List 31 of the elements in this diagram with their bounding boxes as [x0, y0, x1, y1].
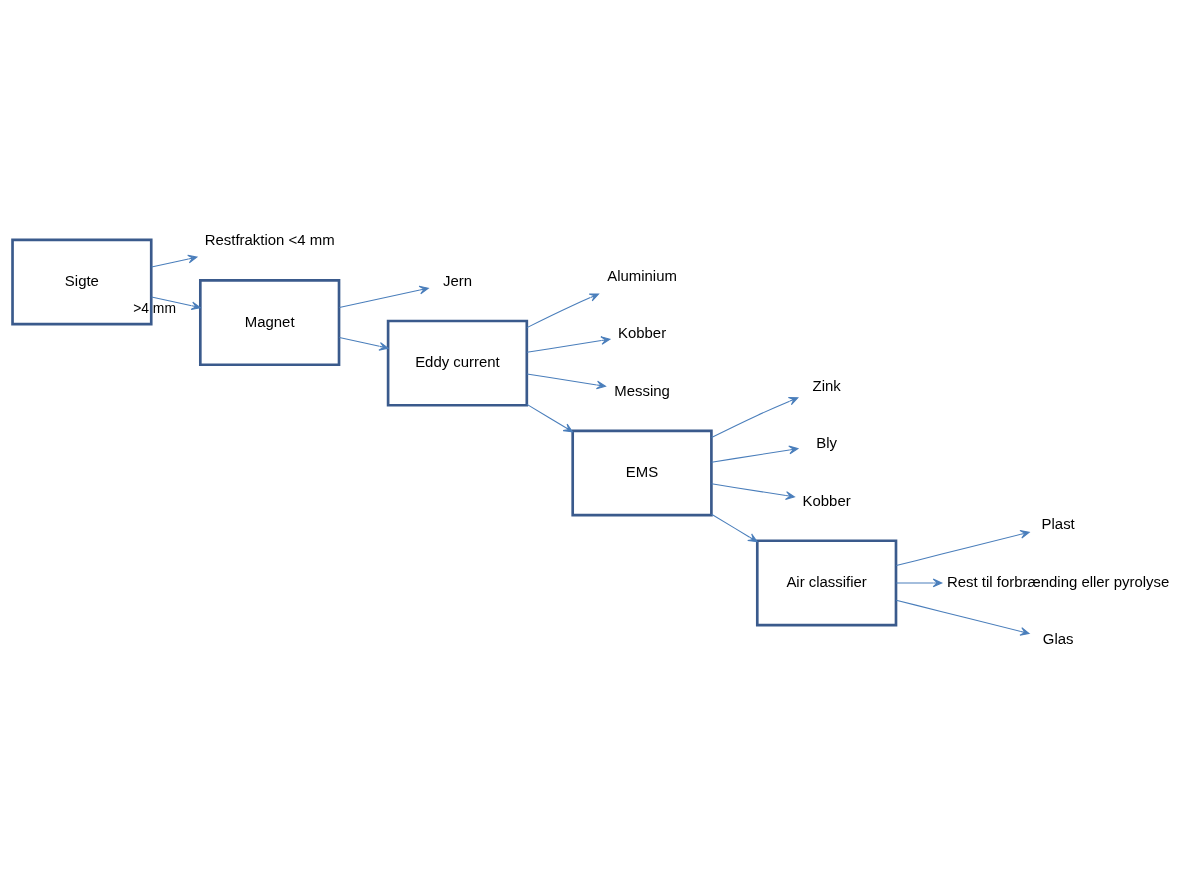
node-text: Restfraktion <4 mm: [204, 231, 335, 249]
arrow: [711, 397, 799, 439]
node-text: Kobber: [617, 324, 667, 342]
arrow: [895, 599, 1030, 636]
arrow: [338, 337, 389, 351]
node-text: Messing: [614, 381, 670, 399]
node-box: Magnet: [199, 279, 341, 367]
node-text: Aluminium: [607, 266, 677, 284]
arrow: [895, 578, 943, 588]
arrow: [711, 513, 758, 543]
node-text: Bly: [816, 434, 837, 452]
arrow: [526, 373, 606, 390]
arrow: [526, 403, 573, 433]
node-box: Eddy current: [386, 319, 529, 407]
node-text: Plast: [1041, 515, 1075, 533]
node-text: Glas: [1042, 630, 1074, 648]
arrow: [526, 293, 600, 329]
edge-label: >4 mm: [133, 300, 176, 317]
arrow: [151, 254, 198, 268]
arrow: [151, 296, 201, 311]
node-box: EMS: [571, 429, 713, 517]
arrow: [711, 445, 799, 463]
arrow: [895, 530, 1030, 567]
arrow: [526, 336, 611, 353]
node-text: Jern: [442, 271, 472, 289]
node-text: Zink: [812, 376, 841, 394]
arrow: [338, 285, 429, 309]
node-box: Air classifier: [755, 539, 898, 627]
node-text: Kobber: [802, 491, 851, 509]
node-text: Rest til forbrænding eller pyrolyse: [947, 572, 1170, 590]
arrow: [711, 483, 796, 500]
